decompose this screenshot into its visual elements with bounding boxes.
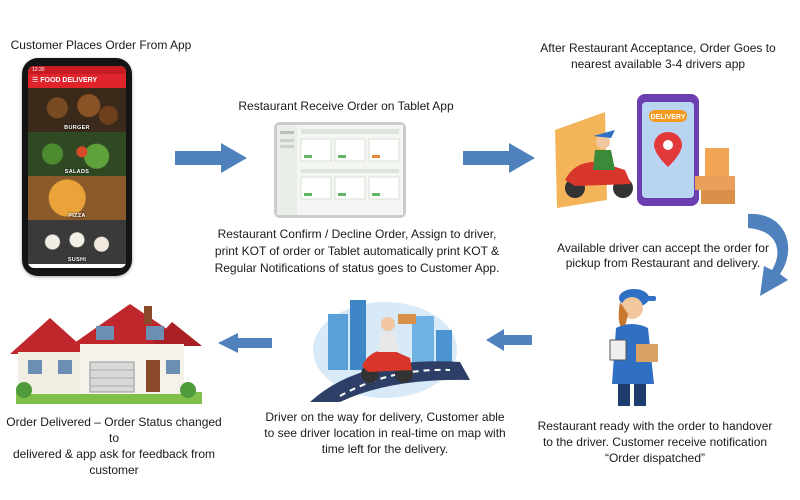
caption-order-delivered: Order Delivered – Order Status changed t… xyxy=(0,414,228,478)
clipboard-icon xyxy=(609,339,627,361)
status-time: 12:30 xyxy=(32,67,45,73)
caption-customer-order: Customer Places Order From App xyxy=(10,38,192,52)
phone-screen: 12:30 ☰ FOOD DELIVERY BURGER SALADS PIZZ… xyxy=(28,66,126,268)
customer-phone: 12:30 ☰ FOOD DELIVERY BURGER SALADS PIZZ… xyxy=(22,58,132,276)
parcel-icon xyxy=(636,344,658,362)
caption-line: Regular Notifications of status goes to … xyxy=(214,261,500,275)
caption-line: Available driver can accept the order fo… xyxy=(557,241,769,255)
shopping-bag-icon xyxy=(705,148,729,178)
category-label: BURGER xyxy=(64,125,90,131)
arrow-left-2 xyxy=(218,333,272,353)
caption-line: Driver on the way for delivery, Customer… xyxy=(265,410,505,424)
caption-restaurant-actions: Restaurant Confirm / Decline Order, Assi… xyxy=(212,226,502,277)
caption-line: After Restaurant Acceptance, Order Goes … xyxy=(540,41,776,55)
category-tile-pizza[interactable]: PIZZA xyxy=(28,176,126,220)
category-tile-salads[interactable]: SALADS xyxy=(28,132,126,176)
city-scooter-illustration xyxy=(310,300,470,402)
caption-restaurant-receive: Restaurant Receive Order on Tablet App xyxy=(238,99,454,113)
arrow-right-2 xyxy=(463,143,535,173)
category-tile-burger[interactable]: BURGER xyxy=(28,88,126,132)
garage-door-icon xyxy=(89,361,135,393)
caption-driver-accept: Available driver can accept the order fo… xyxy=(546,241,780,271)
caption-driver-on-way: Driver on the way for delivery, Customer… xyxy=(250,409,520,457)
road-icon xyxy=(310,361,470,402)
house-illustration xyxy=(10,304,202,404)
driver-app-illustration: DELIVERY xyxy=(555,94,735,208)
window-icon xyxy=(28,360,42,374)
caption-line: Restaurant Confirm / Decline Order, Assi… xyxy=(217,227,497,241)
roof-icon xyxy=(10,318,90,354)
chimney-icon xyxy=(144,306,152,324)
caption-line: customer xyxy=(89,463,139,477)
phone-status-bar: 12:30 xyxy=(28,66,126,74)
caption-line: “Order dispatched” xyxy=(604,451,706,465)
caption-line: pickup from Restaurant and delivery. xyxy=(565,256,761,270)
caption-restaurant-ready: Restaurant ready with the order to hando… xyxy=(524,418,786,466)
category-label: PIZZA xyxy=(68,213,86,219)
category-label: SALADS xyxy=(64,169,90,175)
box-icon xyxy=(695,176,735,190)
delivery-label: DELIVERY xyxy=(651,114,686,121)
arrow-left-1 xyxy=(486,329,532,351)
pizza-box-icon xyxy=(398,314,416,324)
tablet-dashboard-illustration xyxy=(277,125,403,215)
caption-line: Order Delivered – Order Status changed t… xyxy=(6,415,222,445)
driver-icon xyxy=(596,135,610,149)
category-tile-sushi[interactable]: SUSHI xyxy=(28,220,126,264)
lawn xyxy=(16,392,202,404)
category-label: SUSHI xyxy=(67,257,87,263)
caption-after-acceptance: After Restaurant Acceptance, Order Goes … xyxy=(533,40,783,72)
menu-icon: ☰ xyxy=(32,77,39,84)
caption-line: to the driver. Customer receive notifica… xyxy=(542,435,768,449)
caption-line: nearest available 3-4 drivers app xyxy=(570,57,746,71)
arrow-curve-down xyxy=(748,213,789,296)
caption-line: delivered & app ask for feedback from xyxy=(12,447,216,461)
caption-line: print KOT of order or Tablet automatical… xyxy=(214,244,500,258)
driver-icon xyxy=(381,317,395,331)
caption-line: time left for the delivery. xyxy=(321,442,449,456)
delivery-woman-illustration xyxy=(609,289,658,406)
arrow-right-1 xyxy=(175,143,247,173)
caption-line: to see driver location in real-time on m… xyxy=(264,426,506,440)
app-title: FOOD DELIVERY xyxy=(40,77,98,84)
door-icon xyxy=(146,360,160,392)
restaurant-tablet xyxy=(274,122,406,218)
caption-line: Restaurant ready with the order to hando… xyxy=(537,419,773,433)
app-title-bar: ☰ FOOD DELIVERY xyxy=(28,74,126,88)
building-icon xyxy=(328,314,348,370)
